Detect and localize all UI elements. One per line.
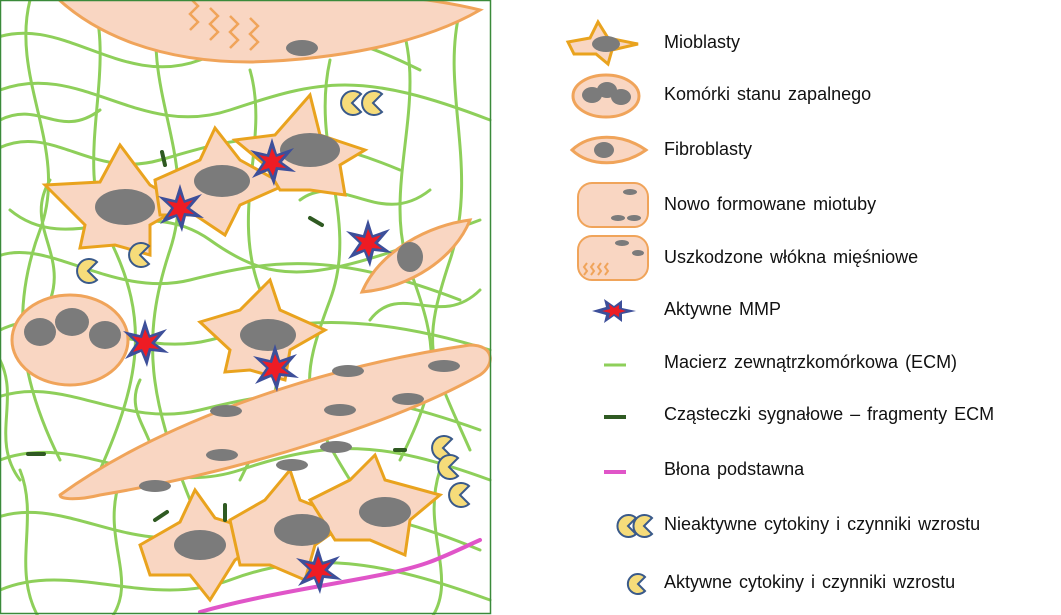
membrane-line-icon bbox=[604, 470, 626, 474]
legend-label-fibroblast: Fibroblasty bbox=[664, 139, 753, 159]
legend-item-mmp: Aktywne MMP bbox=[560, 285, 1060, 335]
legend-item-fibroblast: Fibroblasty bbox=[560, 125, 1060, 175]
basement-membrane bbox=[198, 538, 482, 614]
legend-label-myotube: Nowo formowane miotuby bbox=[664, 194, 877, 214]
legend-label-mmp: Aktywne MMP bbox=[664, 299, 782, 319]
legend-label-membrane: Błona podstawna bbox=[664, 459, 805, 479]
legend-label-signal: Cząsteczki sygnałowe – fragmenty ECM bbox=[664, 404, 995, 424]
myotube-symbol-icon bbox=[577, 182, 649, 228]
ecm-fibers bbox=[0, 0, 492, 615]
active-cytokine-icon bbox=[626, 573, 647, 595]
legend-item-membrane: Błona podstawna bbox=[560, 445, 1060, 495]
legend-item-damaged: Uszkodzone włókna mięśniowe bbox=[560, 233, 1060, 283]
inactive-cytokine-icon bbox=[616, 514, 654, 538]
signal-fragments bbox=[26, 150, 407, 522]
legend-item-myoblast: Mioblasty bbox=[560, 18, 1060, 68]
mmp-burst-icon bbox=[592, 299, 636, 323]
myoblast-symbol-icon bbox=[565, 18, 639, 67]
damaged-muscle-fiber bbox=[57, 0, 484, 64]
legend-item-inactive: Nieaktywne cytokiny i czynniki wzrostu bbox=[560, 500, 1060, 550]
legend-label-inflammatory: Komórki stanu zapalnego bbox=[664, 84, 872, 104]
inflammatory-cell-symbol-icon bbox=[571, 73, 641, 119]
legend-label-ecm: Macierz zewnątrzkomórkowa (ECM) bbox=[664, 352, 958, 372]
diagram-frame bbox=[0, 0, 492, 615]
ecm-line-icon bbox=[604, 363, 626, 367]
legend-label-damaged: Uszkodzone włókna mięśniowe bbox=[664, 247, 919, 267]
cytokines bbox=[76, 90, 471, 508]
tissue-diagram bbox=[0, 0, 492, 615]
legend-item-inflammatory: Komórki stanu zapalnego bbox=[560, 70, 1060, 120]
legend-item-myotube: Nowo formowane miotuby bbox=[560, 180, 1060, 230]
inflammatory-cell bbox=[10, 293, 130, 387]
legend-label-myoblast: Mioblasty bbox=[664, 32, 741, 52]
legend-label-active: Aktywne cytokiny i czynniki wzrostu bbox=[664, 572, 956, 592]
signal-line-icon bbox=[604, 415, 626, 419]
legend: Mioblasty Komórki stanu zapalnego Fibrob… bbox=[560, 0, 1060, 615]
legend-item-signal: Cząsteczki sygnałowe – fragmenty ECM bbox=[560, 390, 1060, 440]
mmp-bursts bbox=[123, 138, 392, 594]
fibroblast-symbol-icon bbox=[569, 135, 649, 165]
fibroblast bbox=[359, 218, 473, 294]
legend-label-inactive: Nieaktywne cytokiny i czynniki wzrostu bbox=[664, 514, 981, 534]
myotube bbox=[58, 343, 492, 501]
damaged-fiber-symbol-icon bbox=[577, 235, 649, 281]
legend-item-active: Aktywne cytokiny i czynniki wzrostu bbox=[560, 558, 1060, 608]
legend-item-ecm: Macierz zewnątrzkomórkowa (ECM) bbox=[560, 338, 1060, 388]
